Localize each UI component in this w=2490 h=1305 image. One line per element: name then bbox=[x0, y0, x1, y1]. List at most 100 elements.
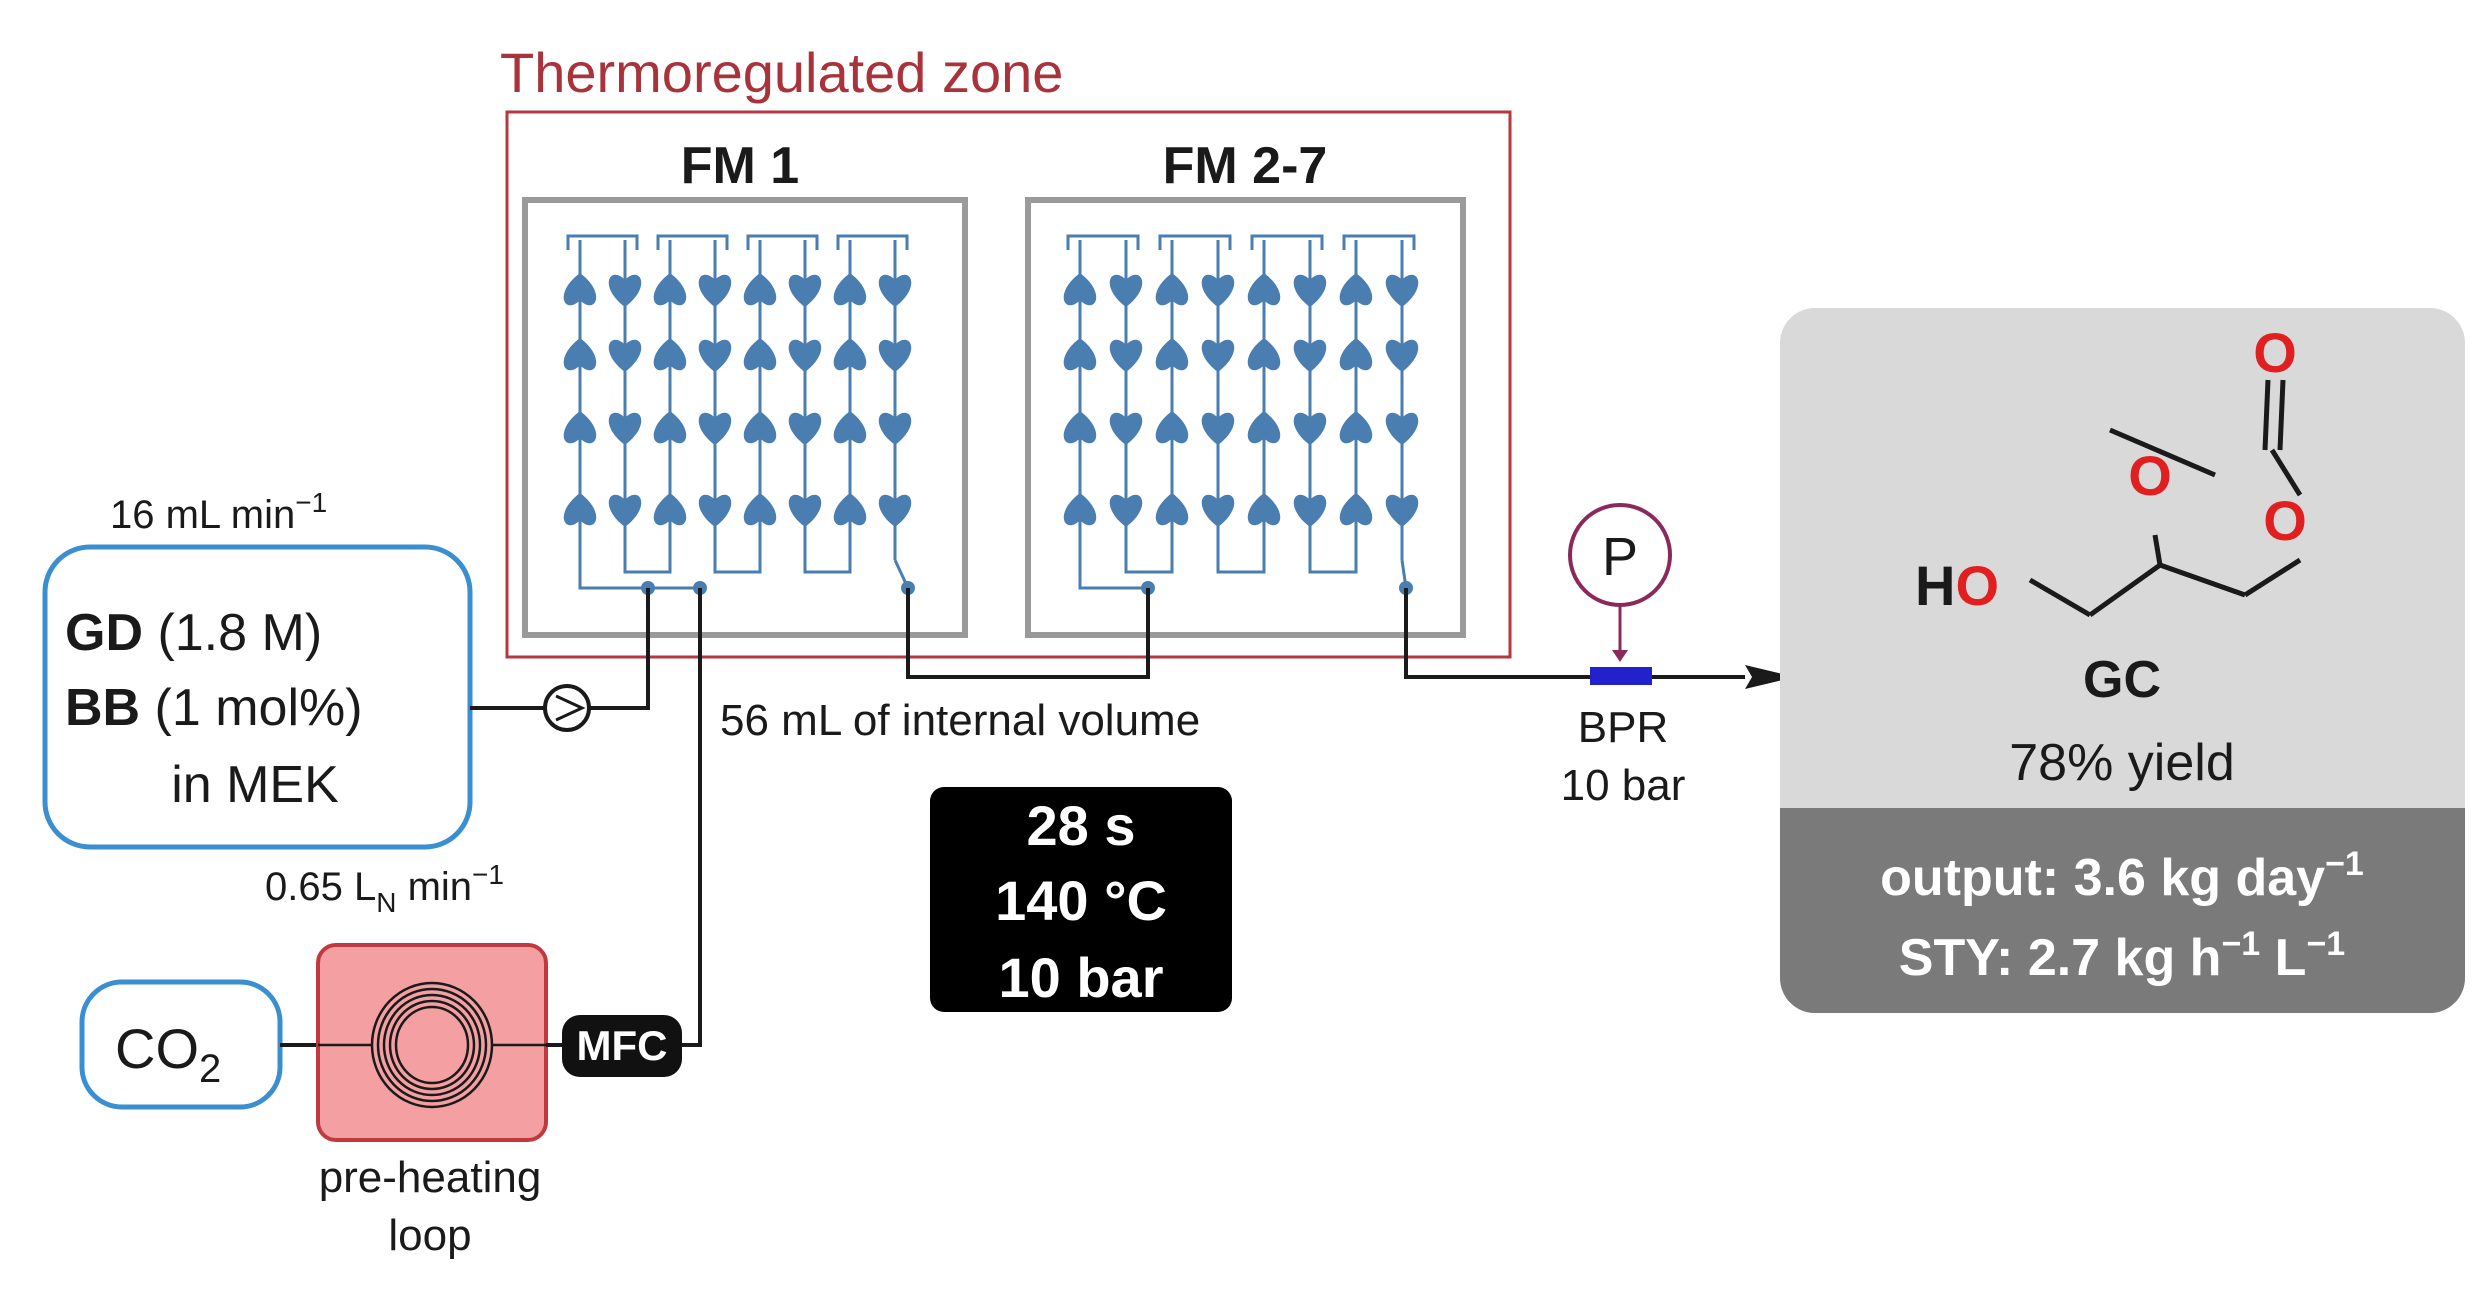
pressure: 10 bar bbox=[999, 946, 1164, 1009]
gas-flow-rate: 0.65 LN min−1 bbox=[265, 859, 504, 918]
channel-heart bbox=[1293, 339, 1327, 372]
channel-heart bbox=[608, 412, 642, 445]
channel-heart bbox=[698, 494, 732, 527]
channel-heart bbox=[1063, 273, 1097, 306]
channel-heart bbox=[1247, 493, 1281, 526]
channel-heart bbox=[563, 338, 597, 371]
channel-heart bbox=[1063, 411, 1097, 444]
channel-outlet-line bbox=[1400, 559, 1408, 589]
preheat-label-2: loop bbox=[388, 1211, 471, 1260]
feed-line-gd: GD (1.8 M) bbox=[65, 604, 322, 662]
channel-heart bbox=[878, 412, 912, 445]
channel-heart bbox=[833, 493, 867, 526]
channel-heart bbox=[788, 274, 822, 307]
fm1-to-fm2-line bbox=[906, 588, 1150, 679]
bpr-valve bbox=[1590, 667, 1652, 685]
channel-inlet-line bbox=[578, 560, 700, 590]
channel-bottom-connector bbox=[1124, 555, 1358, 574]
glycerol-carbonate-structure bbox=[2028, 379, 2303, 618]
channel-heart bbox=[698, 412, 732, 445]
channel-heart bbox=[878, 339, 912, 372]
fm2-7-module bbox=[1025, 197, 1466, 638]
temperature: 140 °C bbox=[995, 869, 1167, 932]
channel-top-connector bbox=[566, 234, 909, 250]
channel-heart bbox=[608, 339, 642, 372]
channel-bottom-connector bbox=[623, 555, 852, 574]
fm1-module bbox=[522, 197, 968, 638]
channel-heart bbox=[698, 274, 732, 307]
product-yield: 78% yield bbox=[2009, 734, 2234, 792]
product-name: GC bbox=[2083, 651, 2161, 709]
channel-heart bbox=[743, 338, 777, 371]
mfc-box bbox=[562, 1015, 682, 1077]
channel-heart bbox=[1385, 494, 1419, 527]
pump-to-fm1-line bbox=[589, 588, 650, 710]
product-output: output: 3.6 kg day−1 bbox=[1880, 845, 2364, 907]
bpr-label: BPR bbox=[1578, 703, 1668, 752]
hydroxyl-group: HO bbox=[1915, 554, 1999, 617]
channel-heart bbox=[833, 338, 867, 371]
zone-title: Thermoregulated zone bbox=[500, 41, 1063, 104]
channel-heart bbox=[563, 273, 597, 306]
channel-heart bbox=[788, 494, 822, 527]
channel-heart bbox=[878, 274, 912, 307]
atom-o-carbonyl: O bbox=[2253, 321, 2297, 384]
channel-heart bbox=[1293, 494, 1327, 527]
channel-heart bbox=[653, 338, 687, 371]
channel-heart bbox=[1063, 338, 1097, 371]
channel-inlet-line bbox=[1078, 560, 1148, 590]
channel-heart bbox=[1109, 339, 1143, 372]
pressure-gauge-label: P bbox=[1602, 527, 1638, 587]
outlet-arrow-icon bbox=[1745, 665, 1795, 689]
fm2-7-label: FM 2-7 bbox=[1163, 137, 1328, 195]
mfc-to-fm1-line bbox=[682, 588, 702, 1047]
channel-heart bbox=[1385, 339, 1419, 372]
channel-heart bbox=[1201, 274, 1235, 307]
channel-heart bbox=[653, 411, 687, 444]
channel-heart bbox=[653, 493, 687, 526]
channel-heart bbox=[743, 493, 777, 526]
fm2-7-channels bbox=[1063, 234, 1419, 595]
channel-heart bbox=[1201, 494, 1235, 527]
residence-time: 28 s bbox=[1027, 794, 1136, 857]
channel-outlet-line bbox=[893, 559, 910, 589]
channel-heart bbox=[1293, 412, 1327, 445]
channel-heart bbox=[1339, 411, 1373, 444]
feed-flow-rate: 16 mL min−1 bbox=[110, 487, 327, 537]
preheating-loop-box bbox=[316, 943, 548, 1142]
atom-o-ring-right: O bbox=[2263, 489, 2307, 552]
channel-heart bbox=[1201, 412, 1235, 445]
channel-heart bbox=[1063, 493, 1097, 526]
preheat-label-1: pre-heating bbox=[319, 1153, 542, 1202]
conditions-box bbox=[930, 787, 1232, 1012]
channel-heart bbox=[878, 494, 912, 527]
channel-heart bbox=[1109, 274, 1143, 307]
channel-heart bbox=[1109, 494, 1143, 527]
coil-icon bbox=[318, 981, 546, 1109]
feed-line-solvent: in MEK bbox=[171, 756, 339, 814]
atom-o-ring-left: O bbox=[2128, 444, 2172, 507]
thermoregulated-zone-border bbox=[505, 110, 1512, 659]
channel-heart bbox=[833, 411, 867, 444]
channel-heart bbox=[1247, 338, 1281, 371]
channel-heart bbox=[608, 274, 642, 307]
feed-line-bb: BB (1 mol%) bbox=[65, 679, 363, 737]
channel-heart bbox=[788, 412, 822, 445]
channel-heart bbox=[1247, 411, 1281, 444]
product-metrics-band bbox=[1780, 808, 2465, 1013]
channel-heart bbox=[1155, 273, 1189, 306]
channel-heart bbox=[1385, 274, 1419, 307]
fm1-channels bbox=[563, 234, 915, 595]
channel-heart bbox=[743, 273, 777, 306]
channel-heart bbox=[1293, 274, 1327, 307]
channel-heart bbox=[1385, 412, 1419, 445]
channel-heart bbox=[833, 273, 867, 306]
product-sty: STY: 2.7 kg h−1 L−1 bbox=[1899, 925, 2345, 987]
mfc-label: MFC bbox=[577, 1022, 668, 1069]
channel-heart bbox=[1155, 338, 1189, 371]
channel-top-connector bbox=[1066, 234, 1416, 250]
bpr-pressure: 10 bar bbox=[1561, 761, 1686, 810]
feed-solution-box bbox=[42, 544, 473, 850]
channel-heart bbox=[698, 339, 732, 372]
